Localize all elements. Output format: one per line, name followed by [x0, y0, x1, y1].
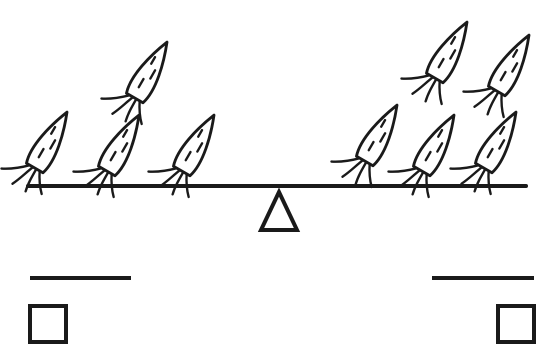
carrot-icon	[445, 96, 534, 201]
carrot-icon	[458, 19, 547, 124]
fulcrum-triangle-icon	[257, 187, 301, 232]
carrot-icon	[396, 6, 485, 111]
left-answer-box[interactable]	[28, 304, 68, 344]
carrot-icon	[326, 89, 415, 194]
right-pan-carrots	[326, 6, 547, 204]
left-pan-carrots	[0, 26, 232, 204]
carrot-icon	[0, 96, 85, 201]
right-answer-box[interactable]	[496, 304, 536, 344]
carrot-icon	[96, 26, 185, 131]
